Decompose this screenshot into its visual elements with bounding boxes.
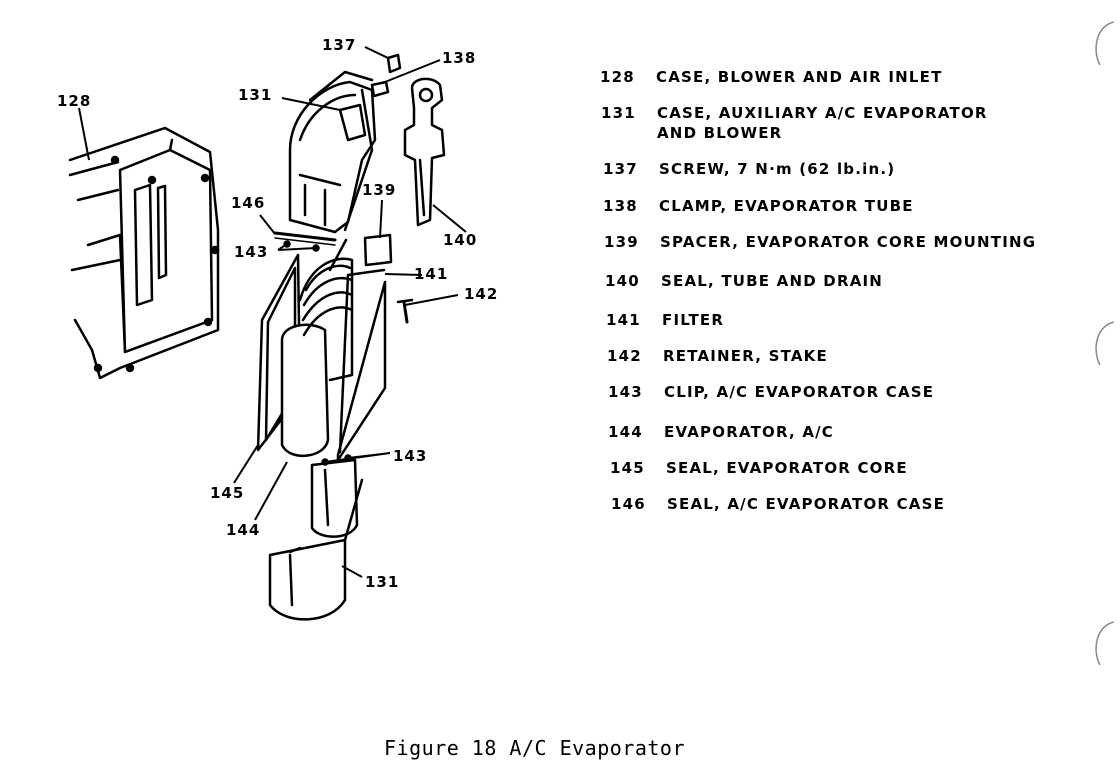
legend-item-description-line: CLIP, A/C EVAPORATOR CASE (664, 383, 935, 401)
callout-131-top: 131 (238, 86, 272, 104)
legend-item-description: CASE, BLOWER AND AIR INLET (656, 67, 943, 87)
legend-item: 145 SEAL, EVAPORATOR CORE (610, 458, 908, 478)
legend-item-description-line: SEAL, EVAPORATOR CORE (666, 459, 908, 477)
legend-item: 128 CASE, BLOWER AND AIR INLET (600, 67, 943, 87)
part-141-filter (336, 268, 387, 462)
legend-item-description: CLIP, A/C EVAPORATOR CASE (664, 382, 934, 402)
callout-142: 142 (464, 285, 498, 303)
legend-item-number: 139 (604, 233, 639, 251)
callout-144: 144 (226, 521, 260, 539)
legend-item-description-line: CASE, BLOWER AND AIR INLET (656, 68, 943, 86)
callout-137: 137 (322, 36, 356, 54)
part-140-seal-tube-drain (403, 77, 446, 227)
legend-item: 144 EVAPORATOR, A/C (608, 422, 834, 442)
callout-141: 141 (414, 265, 448, 283)
legend-item-description-line: AND BLOWER (657, 124, 783, 142)
legend-item: 140 SEAL, TUBE AND DRAIN (605, 271, 883, 291)
part-139-spacer (363, 233, 393, 267)
legend-item-description: SCREW, 7 N·m (62 lb.in.) (659, 159, 895, 179)
legend-item-description-line: SEAL, A/C EVAPORATOR CASE (667, 495, 946, 513)
callout-139: 139 (362, 181, 396, 199)
callout-143-right: 143 (393, 447, 427, 465)
legend-item: 146 SEAL, A/C EVAPORATOR CASE (611, 494, 945, 514)
part-146-seal (273, 231, 337, 246)
legend-item-description-line: SEAL, TUBE AND DRAIN (661, 272, 884, 290)
part-131-auxiliary-case-top (288, 70, 377, 234)
legend-item-number: 144 (608, 423, 643, 441)
legend-item-description-line: SPACER, EVAPORATOR CORE MOUNTING (660, 233, 1037, 251)
legend-item: 137 SCREW, 7 N·m (62 lb.in.) (603, 159, 895, 179)
legend-item-description: SEAL, TUBE AND DRAIN (661, 271, 883, 291)
legend-item-description-line: CLAMP, EVAPORATOR TUBE (659, 197, 914, 215)
part-137-screw (386, 53, 402, 74)
callout-146: 146 (231, 194, 265, 212)
callout-143-left: 143 (234, 243, 268, 261)
part-144-evaporator (280, 238, 354, 458)
legend-item-number: 141 (606, 311, 641, 329)
legend-item-description-line: EVAPORATOR, A/C (664, 423, 835, 441)
legend-item: 139 SPACER, EVAPORATOR CORE MOUNTING (604, 232, 1036, 252)
legend-item-description-line: FILTER (662, 311, 725, 329)
legend-item-description: EVAPORATOR, A/C (664, 422, 834, 442)
legend-item-description: RETAINER, STAKE (663, 346, 828, 366)
legend-item-description: CASE, AUXILIARY A/C EVAPORATOR AND BLOWER (657, 103, 988, 143)
callout-145: 145 (210, 484, 244, 502)
legend-item: 142 RETAINER, STAKE (607, 346, 828, 366)
part-142-retainer (396, 298, 414, 324)
leader-lines (78, 46, 467, 578)
legend-item-number: 128 (600, 68, 635, 86)
part-128-blower-case (68, 126, 220, 380)
legend-item-description-line: SCREW, 7 N·m (62 lb.in.) (659, 160, 896, 178)
legend-item: 141 FILTER (606, 310, 724, 330)
legend-item-description: FILTER (662, 310, 724, 330)
legend-item: 138 CLAMP, EVAPORATOR TUBE (603, 196, 914, 216)
legend-item-number: 142 (607, 347, 642, 365)
binder-mark-1 (1095, 21, 1115, 66)
legend-item-number: 137 (603, 160, 638, 178)
callout-131-bottom: 131 (365, 573, 399, 591)
callout-138: 138 (442, 49, 476, 67)
legend-item-description-line: CASE, AUXILIARY A/C EVAPORATOR (657, 104, 988, 122)
legend-item-number: 146 (611, 495, 646, 513)
part-131-lower-sections (268, 458, 364, 621)
legend-item-number: 138 (603, 197, 638, 215)
legend-item: 131 CASE, AUXILIARY A/C EVAPORATOR AND BLO… (601, 103, 988, 143)
legend-item-number: 145 (610, 459, 645, 477)
legend-item-description: SEAL, EVAPORATOR CORE (666, 458, 908, 478)
legend-item-number: 143 (608, 383, 643, 401)
figure-caption: Figure 18 A/C Evaporator (384, 736, 685, 760)
legend-item-number: 131 (601, 104, 636, 122)
legend-item-description: SEAL, A/C EVAPORATOR CASE (667, 494, 945, 514)
legend-item-description: SPACER, EVAPORATOR CORE MOUNTING (660, 232, 1036, 252)
callout-140: 140 (443, 231, 477, 249)
legend-item-description: CLAMP, EVAPORATOR TUBE (659, 196, 914, 216)
legend-item-description-line: RETAINER, STAKE (663, 347, 828, 365)
legend-item-number: 140 (605, 272, 640, 290)
legend-item: 143 CLIP, A/C EVAPORATOR CASE (608, 382, 934, 402)
binder-mark-2 (1095, 321, 1115, 366)
binder-mark-3 (1095, 621, 1115, 666)
callout-128: 128 (57, 92, 91, 110)
part-138-clamp (370, 80, 390, 98)
